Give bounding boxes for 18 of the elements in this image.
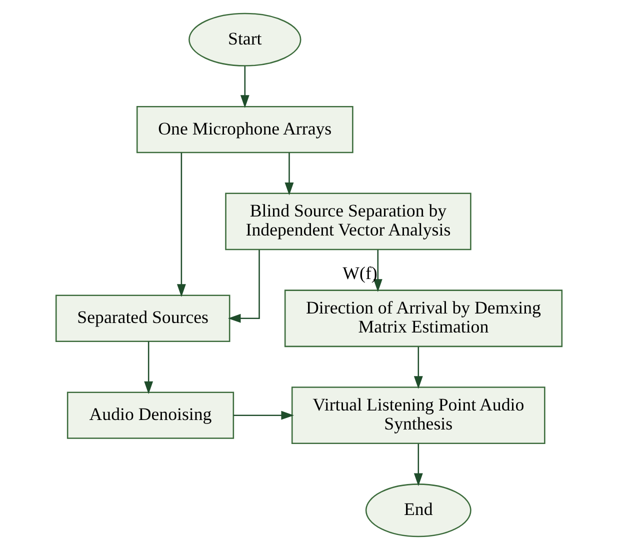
arrow bbox=[413, 444, 422, 486]
node-ellipse: Start bbox=[188, 12, 301, 66]
arrow bbox=[144, 341, 153, 394]
node-ellipse: End bbox=[364, 484, 471, 538]
arrow bbox=[227, 250, 260, 323]
arrow bbox=[240, 66, 249, 108]
arrow bbox=[284, 152, 294, 196]
arrow bbox=[232, 410, 294, 420]
arrow bbox=[176, 152, 186, 297]
node-box: Direction of Arrival by Demxing Matrix Estimation bbox=[284, 290, 562, 348]
node-box: Blind Source Separation by Independent Vector Analysis bbox=[224, 192, 471, 250]
node-box: One Microphone Arrays bbox=[136, 106, 353, 154]
arrow bbox=[413, 346, 422, 389]
node-box: Separated Sources bbox=[54, 294, 230, 342]
edge-label: W(f) bbox=[342, 263, 377, 284]
node-box: Audio Denoising bbox=[66, 392, 234, 439]
arrow bbox=[372, 250, 382, 292]
node-box: Virtual Listening Point Audio Synthesis bbox=[290, 386, 545, 444]
